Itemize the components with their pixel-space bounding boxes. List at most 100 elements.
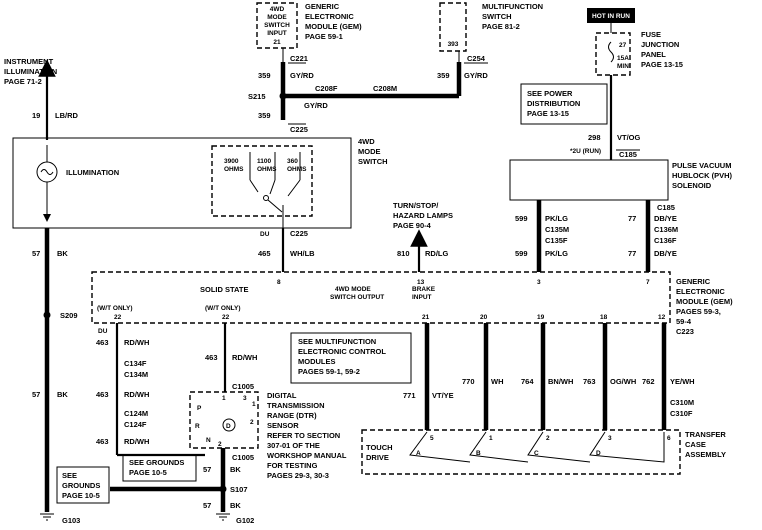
note-line: MODULES [298,357,336,366]
dtr-rotor-icon [222,418,236,432]
wire-color: RD/WH [232,353,257,362]
note-line: PAGES 59-1, 59-2 [298,367,360,376]
pin-label: 393 [448,41,459,48]
connector-label: C310F [670,409,693,418]
wire-color: DB/YE [654,214,677,223]
connector-label: C254 [467,54,486,63]
circuit-number: 359 [437,71,450,80]
touch-drive-label: TOUCH [366,443,393,452]
note-line: SEE [62,471,77,480]
gem-box-line: INPUT [267,30,287,37]
wire-color: DB/YE [654,249,677,258]
pin-label: 18 [600,314,608,321]
fuse-rating: MINI [617,63,631,70]
gem-title: ELECTRONIC [305,12,354,21]
pin-label: 3 [243,395,247,402]
pin-label: 12 [658,314,666,321]
ohm-value: OHMS [224,166,244,173]
dtr-title: DIGITAL [267,391,297,400]
connector-label: C1005 [232,453,254,462]
pin-label: 20 [480,314,488,321]
hot-in-run-box [587,8,635,23]
wire-color: RD/LG [425,249,448,258]
connector-label: C208F [315,84,338,93]
note-line: GROUNDS [62,481,100,490]
solid-state-label: SOLID STATE [200,285,248,294]
pvh-title: SOLENOID [672,181,712,190]
dtr-title: 307-01 OF THE [267,441,320,450]
resistor-network [211,145,313,217]
note-line: SEE GROUNDS [129,458,184,467]
instrument-title: PAGE 71-2 [4,77,42,86]
see-grounds-note [122,454,197,482]
dtr-position: 1 [252,401,256,408]
connector-label: C221 [290,54,308,63]
pin-label: 1 [222,395,226,402]
pvh-title: PULSE VACUUM [672,161,731,170]
fuse-pin: 27 [619,42,627,49]
connector-label: C124F [124,420,147,429]
wire-color: BK [230,501,241,510]
circuit-number: 764 [521,377,534,386]
fuse-title: PANEL [641,50,666,59]
dtr-title: TRANSMISSION [267,401,325,410]
gem-module-box [91,271,671,324]
mfs-title: MULTIFUNCTION [482,2,543,11]
wire-color: GY/RD [304,101,328,110]
circuit-number: 57 [32,249,40,258]
gem-box-line: 21 [273,39,281,46]
gem-input-box [256,2,298,49]
splice-label: S107 [230,485,248,494]
pin-label: 8 [277,279,281,286]
wire-color: BK [230,465,241,474]
circuit-number: 770 [462,377,475,386]
wire-color: WH [491,377,504,386]
connector-label: C135M [545,225,569,234]
note-line: ELECTRONIC CONTROL [298,347,386,356]
circuit-number: 57 [32,390,40,399]
circuit-number: 463 [96,390,109,399]
circuit-number: 77 [628,249,636,258]
pvh-title: HUBLOCK (PVH) [672,171,732,180]
switch-letter: C [534,450,539,457]
transfer-case-title: TRANSFER [685,430,726,439]
instrument-title: ILLUMINATION [4,67,57,76]
note-line: SEE MULTIFUNCTION [298,337,376,346]
wire-color: RD/WH [124,390,149,399]
circuit-number: 57 [203,501,211,510]
pin-label: 7 [646,279,650,286]
circuit-number: 359 [258,111,271,120]
gem-title: GENERIC [305,2,340,11]
circuit-number: 77 [628,214,636,223]
dtr-position: 2 [250,419,254,426]
mode-switch-title: 4WD [358,137,375,146]
fuse-title: FUSE [641,30,661,39]
fuse-icon [608,41,614,63]
fuse-rating: 15A [617,55,629,62]
circuit-number: 463 [96,437,109,446]
pin-label: 22 [222,314,230,321]
mfecm-note [290,332,412,384]
dtr-title: SENSOR [267,421,299,430]
circuit-number: 298 [588,133,601,142]
gem-title: PAGE 59-1 [305,32,343,41]
gem-box-line: 4WD [270,6,285,13]
mode-switch-title: SWITCH [358,157,388,166]
transfer-case-title: ASSEMBLY [685,450,726,459]
ground-label: G102 [236,516,254,525]
dtr-title: REFER TO SECTION [267,431,340,440]
transfer-case-title: CASE [685,440,706,449]
pin-label: 3 [608,435,612,442]
gem-box-line: SWITCH [264,22,290,29]
wt-only-label: (W/T ONLY) [205,305,241,312]
switch-letter: A [416,450,421,457]
wire-color: RD/WH [124,437,149,446]
see-grounds-note [56,466,110,504]
gem-title: MODULE (GEM) [305,22,362,31]
switch-contacts [409,431,665,463]
gem-main-title: PAGES 59-3, [676,307,721,316]
brake-input-label: INPUT [412,294,432,301]
wire-color: RD/WH [124,338,149,347]
pvh-solenoid-box [509,159,669,201]
